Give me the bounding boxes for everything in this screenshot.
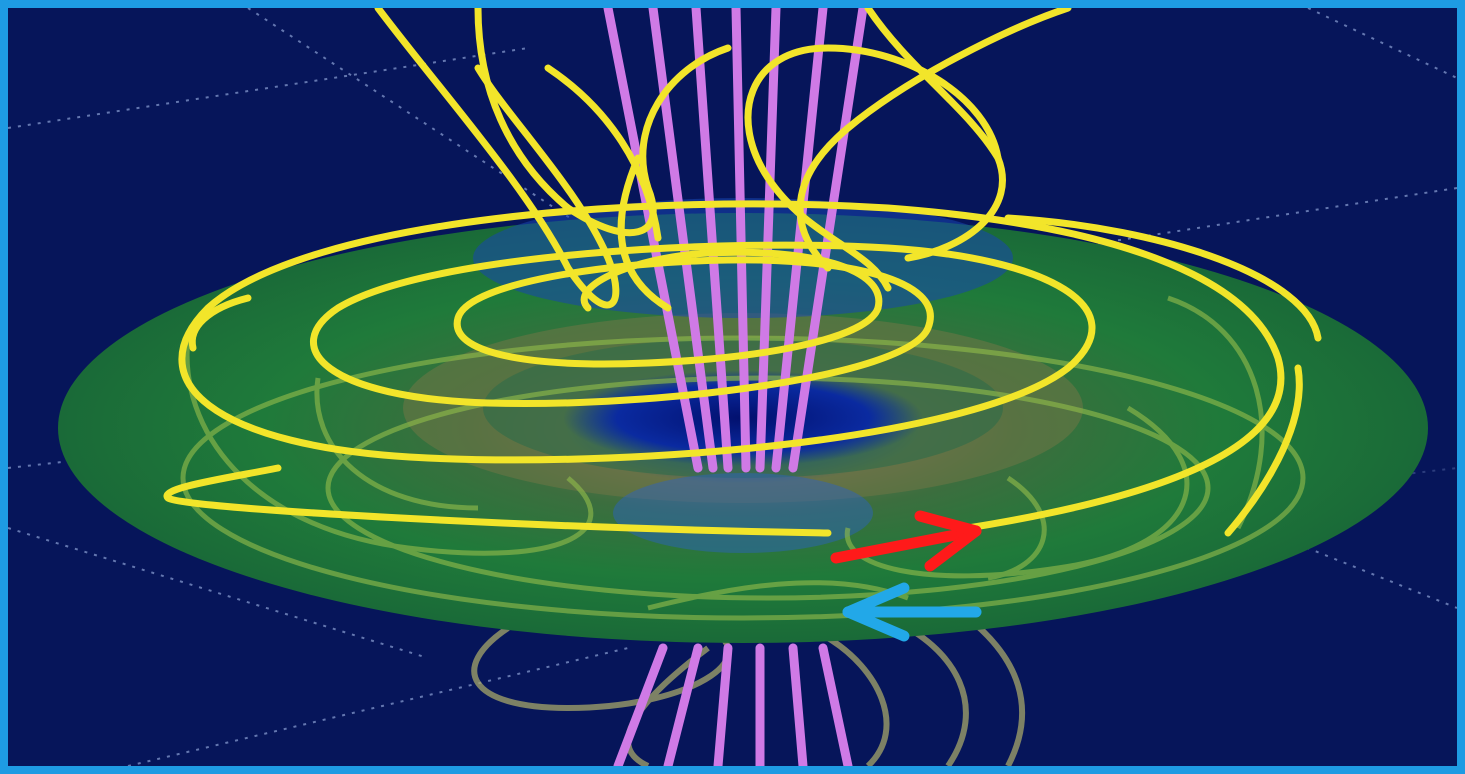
spiral-field-lines — [163, 8, 1322, 537]
blue-arrow-icon — [842, 582, 982, 642]
field-line-scene — [8, 8, 1457, 766]
red-arrow-icon — [830, 510, 982, 572]
disk-field-lines — [180, 295, 1306, 621]
lower-jet-lines — [613, 643, 853, 766]
